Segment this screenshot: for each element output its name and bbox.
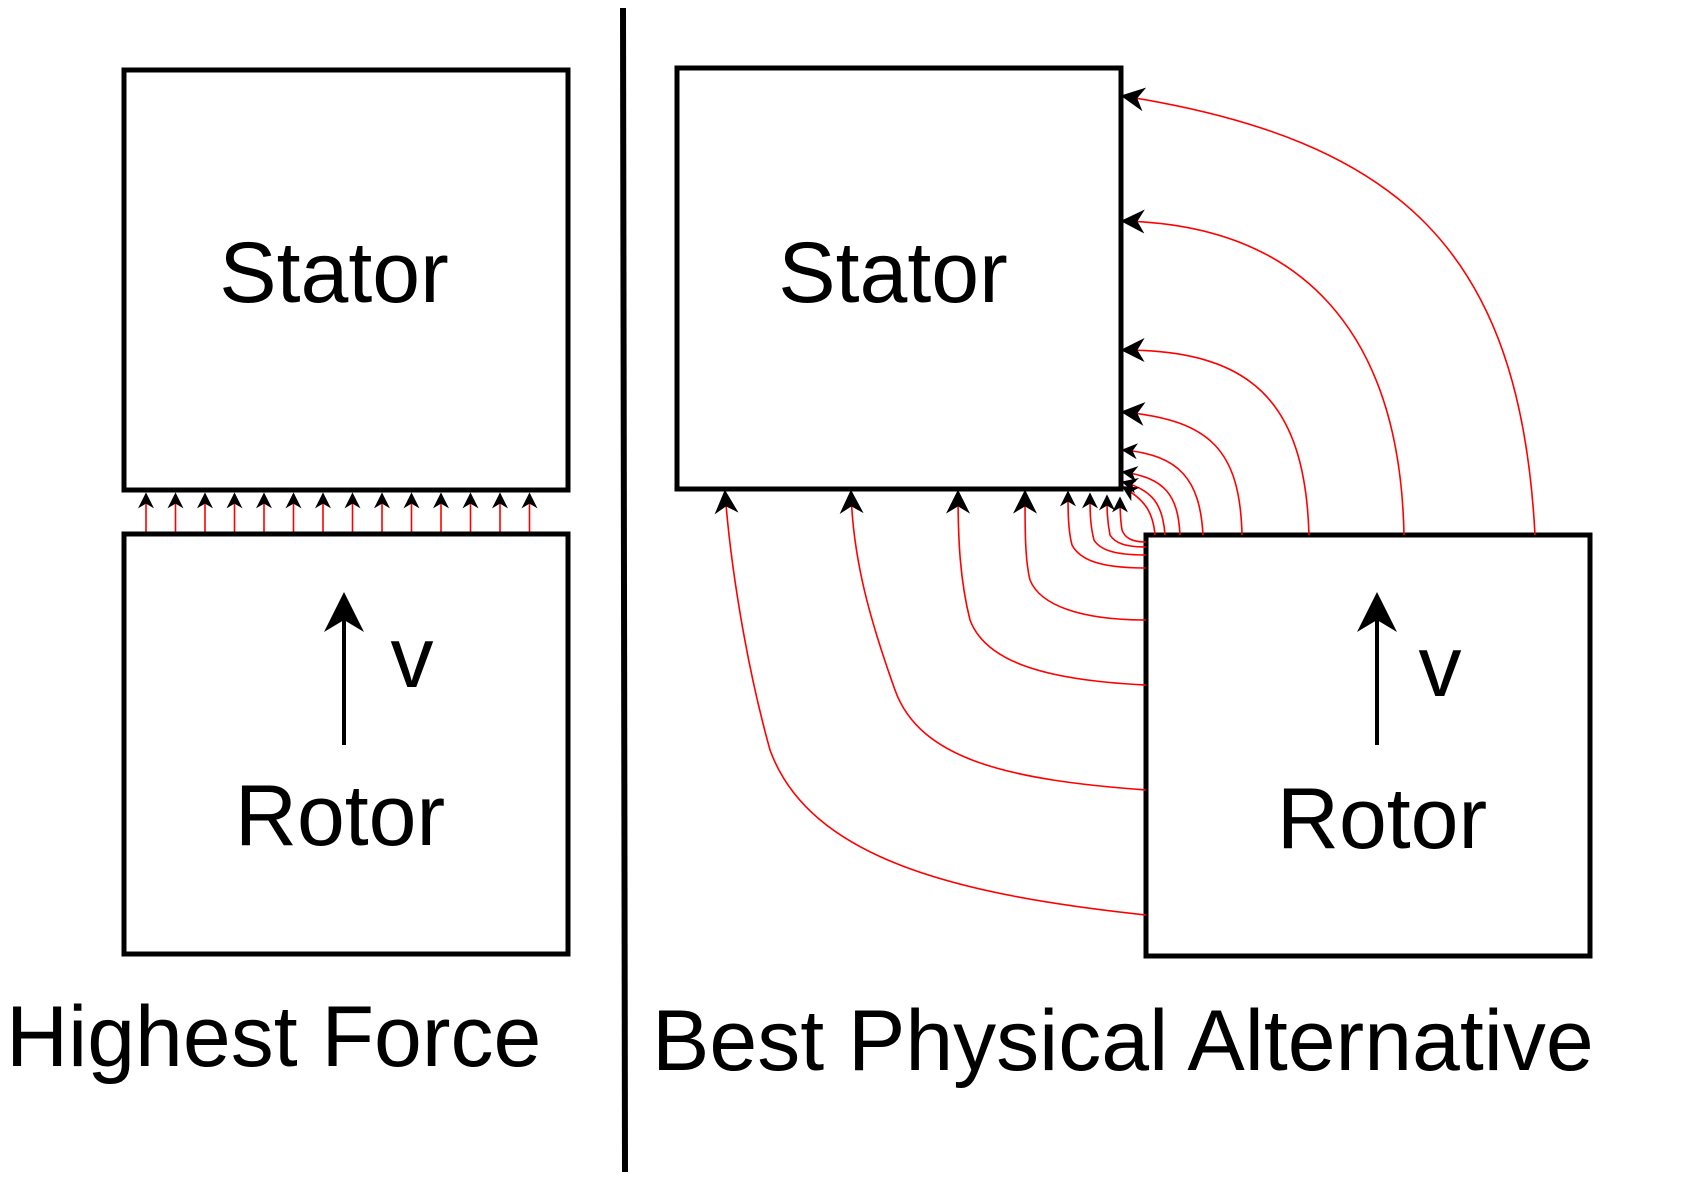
right-stator-box bbox=[674, 65, 1124, 492]
left-panel: Stator Rotor v Highest Force bbox=[6, 67, 571, 1085]
fringe-field-line bbox=[946, 489, 1147, 686]
fringe-field-line bbox=[1120, 209, 1405, 536]
fringe-field-line bbox=[1120, 87, 1536, 536]
panel-divider bbox=[620, 7, 628, 1173]
fringe-field-line bbox=[1120, 338, 1310, 536]
fringe-field-line bbox=[1082, 492, 1147, 556]
left-stator-label: Stator bbox=[219, 225, 448, 321]
right-caption: Best Physical Alternative bbox=[652, 993, 1594, 1089]
fringe-field-line bbox=[1013, 489, 1147, 621]
fringe-field-line bbox=[1120, 402, 1243, 536]
left-caption: Highest Force bbox=[6, 989, 541, 1085]
fringe-field-line bbox=[1112, 496, 1147, 543]
fringe-field-line bbox=[714, 489, 1147, 916]
fringe-field-line bbox=[1121, 486, 1156, 536]
fringe-field-line bbox=[1099, 494, 1147, 548]
fringe-field-line bbox=[1060, 490, 1147, 569]
left-stator-box bbox=[121, 67, 571, 493]
right-rotor-box bbox=[1143, 532, 1593, 959]
right-panel: Stator Rotor v Best Physical Alternative bbox=[652, 65, 1594, 1089]
right-fringe-field-lines bbox=[714, 87, 1536, 916]
right-rotor-label: Rotor bbox=[1277, 771, 1487, 867]
fringe-field-line bbox=[1121, 466, 1181, 536]
fringe-field-line bbox=[839, 489, 1147, 791]
right-velocity-label: v bbox=[1419, 619, 1462, 715]
fringe-field-line bbox=[1121, 443, 1204, 536]
left-rotor-label: Rotor bbox=[235, 768, 445, 864]
left-velocity-label: v bbox=[391, 610, 434, 706]
right-stator-label: Stator bbox=[778, 225, 1007, 321]
fringe-field-line bbox=[1121, 477, 1166, 536]
left-gap-field-lines bbox=[138, 492, 538, 532]
